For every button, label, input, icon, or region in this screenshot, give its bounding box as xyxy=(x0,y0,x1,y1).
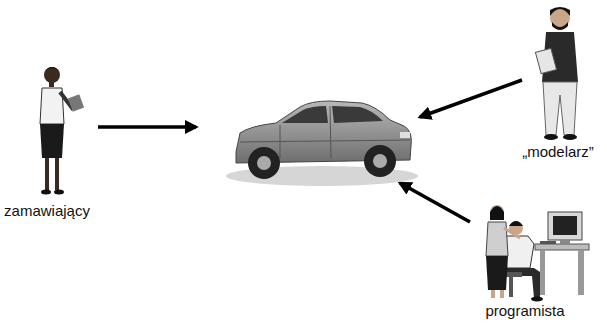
programmer-figure xyxy=(486,205,589,302)
figure-label: programista xyxy=(485,302,564,320)
figure-label: zamawiający xyxy=(4,202,90,220)
figure-label: „modelarz” xyxy=(522,143,594,161)
client-figure xyxy=(40,67,84,195)
arrow xyxy=(400,183,470,222)
arrow xyxy=(98,125,196,129)
arrows xyxy=(98,80,522,222)
arrow xyxy=(420,80,522,117)
car xyxy=(226,101,418,186)
modeler-figure xyxy=(535,7,578,140)
